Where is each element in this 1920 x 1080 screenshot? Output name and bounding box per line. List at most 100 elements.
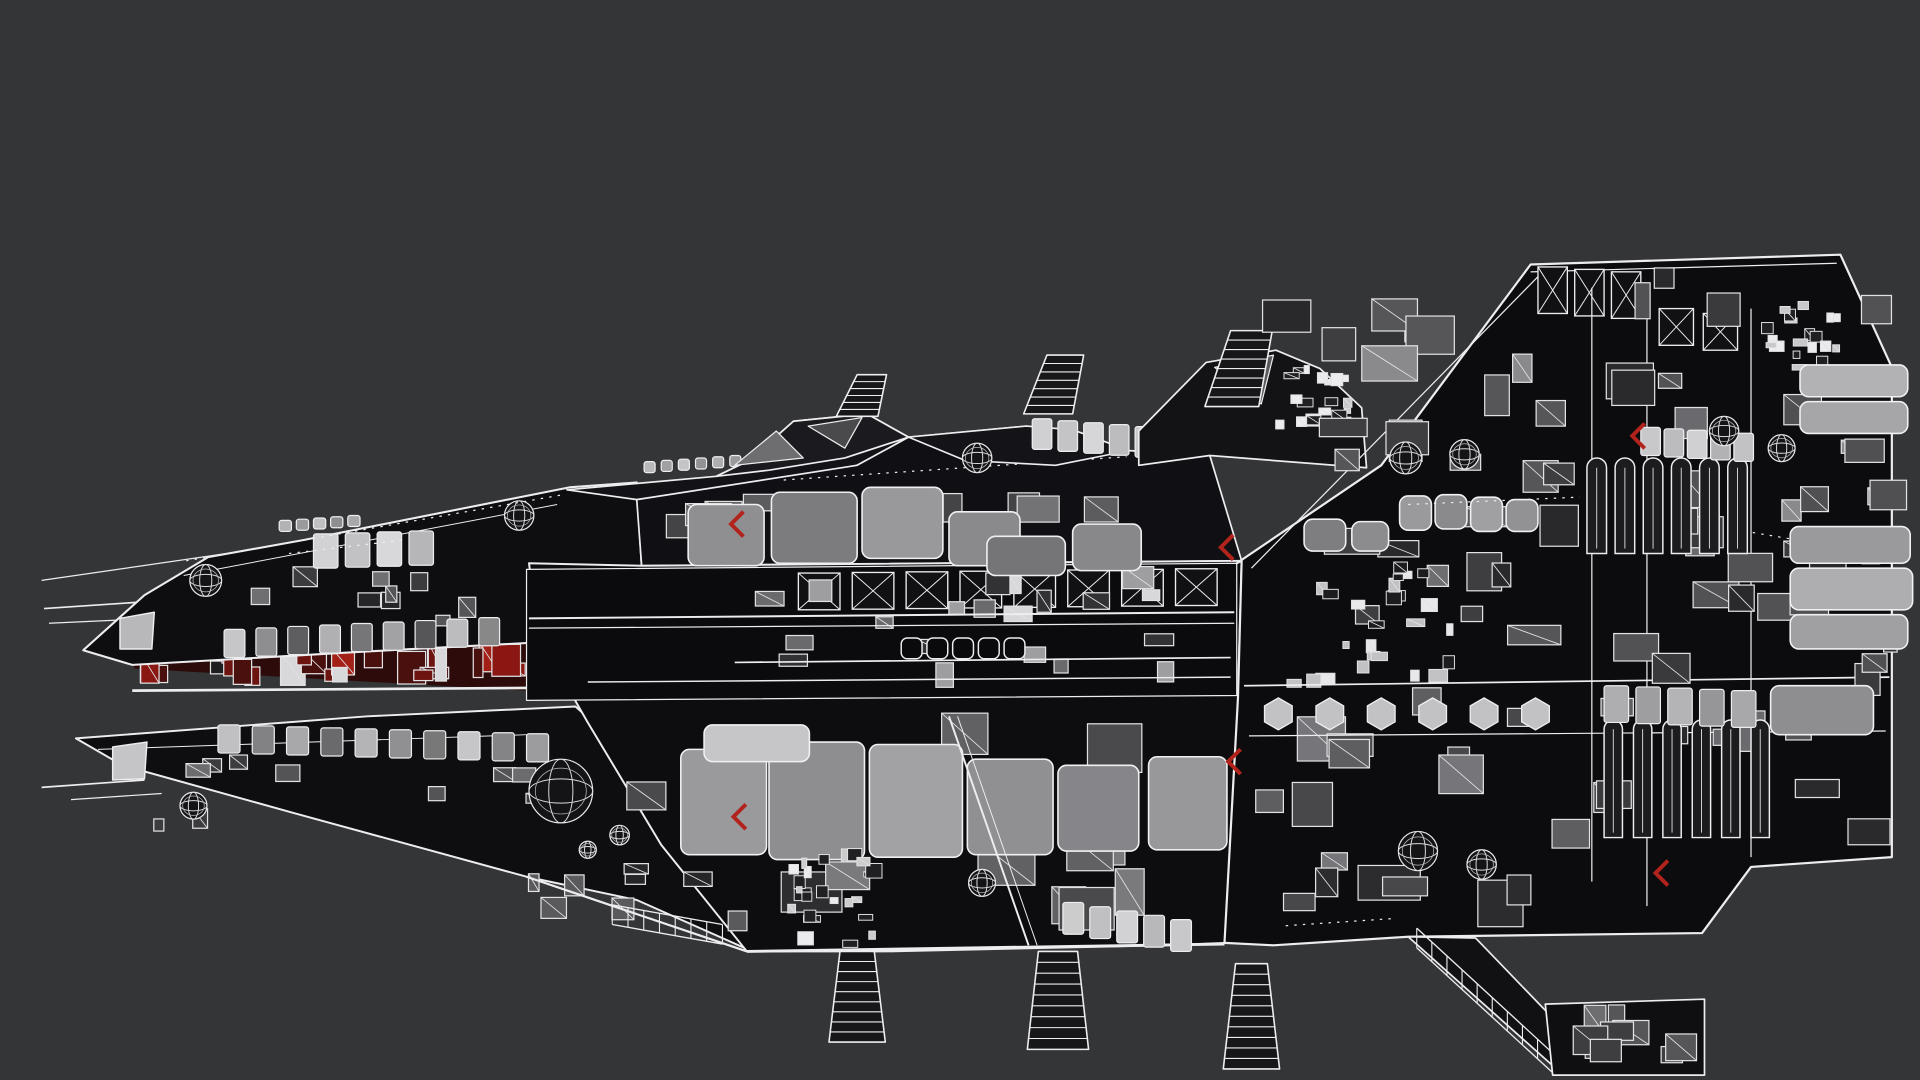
red-machinery-greebles bbox=[491, 643, 522, 677]
spine-portholes bbox=[951, 637, 975, 660]
midship-upper-greebles bbox=[1016, 495, 1060, 523]
red-machinery-greebles bbox=[331, 666, 348, 683]
hump-ball bbox=[1389, 451, 1423, 465]
roof-turret-cluster bbox=[1303, 365, 1310, 375]
red-machinery-greebles bbox=[472, 647, 484, 679]
roof-arch-windows bbox=[1031, 418, 1053, 450]
ventral-turret-cluster bbox=[844, 898, 854, 908]
spine-machinery bbox=[948, 601, 966, 615]
upper-prong-greebles-brace bbox=[385, 585, 398, 603]
reactor-cluster bbox=[1370, 651, 1388, 662]
upper-prong-windows bbox=[318, 624, 342, 654]
engine-turret-cluster bbox=[1792, 338, 1809, 347]
spine-portholes bbox=[926, 637, 949, 660]
canopy-hood bbox=[1071, 523, 1143, 572]
hump-ball bbox=[1392, 446, 1419, 470]
red-machinery-greebles bbox=[363, 649, 384, 669]
reactor-cluster bbox=[1286, 678, 1302, 688]
reactor-cluster bbox=[1428, 668, 1449, 683]
upper-prong-greebles-brace bbox=[458, 597, 477, 618]
roof-turret-cluster bbox=[1330, 372, 1344, 387]
engine-window-row bbox=[1730, 690, 1757, 728]
bow-antenna-lower bbox=[70, 792, 162, 801]
thruster-drum bbox=[1789, 613, 1909, 650]
engine-turret-cluster bbox=[1761, 322, 1774, 335]
ventral-turret-cluster bbox=[801, 891, 813, 902]
keel-rung-strip bbox=[612, 923, 723, 945]
lower-prong-ball bbox=[179, 800, 208, 812]
reactor-cluster-brace bbox=[1406, 618, 1425, 628]
spine-machinery bbox=[778, 653, 809, 667]
engine-greebles bbox=[1611, 369, 1656, 407]
roof-arch-windows bbox=[1083, 422, 1104, 454]
aft-ball bbox=[1401, 836, 1434, 866]
spine-machinery bbox=[973, 599, 996, 618]
hump-lower-greebles-brace bbox=[1328, 739, 1370, 769]
lower-prong-windows bbox=[354, 728, 378, 758]
roof-arch-windows bbox=[1057, 420, 1079, 452]
spine-truss-row bbox=[851, 572, 895, 610]
prong-ball-turret bbox=[199, 564, 213, 597]
hump-lower-greebles-brace bbox=[1321, 852, 1348, 871]
hump-lower-greebles bbox=[1506, 874, 1532, 906]
upper-deck-windows bbox=[408, 530, 435, 566]
lower-prong-crease bbox=[97, 734, 527, 750]
roof-turret-cluster-brace bbox=[1318, 407, 1331, 416]
small-dome bbox=[578, 846, 597, 854]
lower-prong-windows bbox=[217, 724, 241, 754]
bottom-edge-greebles-brace bbox=[564, 874, 585, 897]
reactor-cluster bbox=[1322, 588, 1339, 600]
spine-truss-row bbox=[1175, 568, 1218, 606]
upper-prong-greebles bbox=[357, 592, 382, 608]
mid-roof-facet bbox=[734, 430, 804, 466]
red-chevron bbox=[1225, 747, 1242, 776]
red-machinery-greebles bbox=[413, 669, 434, 682]
hump-lower-greebles bbox=[1282, 892, 1316, 912]
engine-turret-cluster bbox=[1792, 350, 1801, 359]
spine-girder-line bbox=[528, 622, 1235, 629]
midship-upper-greebles-brace bbox=[1084, 496, 1119, 523]
hex-plate-row bbox=[1315, 697, 1345, 731]
hump-greebles-brace bbox=[1543, 462, 1575, 486]
thruster-drum bbox=[1799, 364, 1909, 398]
ventral-ball bbox=[970, 872, 994, 893]
engine-greebles bbox=[1634, 282, 1651, 320]
aft-slope-rungs bbox=[1416, 947, 1554, 1074]
engine-right-greebles-brace bbox=[1781, 499, 1802, 522]
ventral-turret-cluster-brace bbox=[856, 857, 871, 867]
thruster-drum bbox=[1799, 400, 1909, 435]
lower-prong-greebles bbox=[427, 786, 446, 802]
engine-greebles bbox=[1727, 552, 1774, 583]
reactor-cluster bbox=[1417, 568, 1430, 579]
ventral-ball bbox=[968, 877, 996, 889]
engine-greebles bbox=[1847, 818, 1891, 846]
ventral-turret-cluster bbox=[815, 885, 829, 899]
reactor-cluster-brace bbox=[1420, 598, 1438, 612]
foredeck-ticks bbox=[677, 458, 690, 471]
red-machinery-greebles bbox=[232, 658, 253, 685]
ventral-turret-cluster bbox=[788, 864, 799, 875]
small-dome bbox=[609, 830, 630, 840]
spine-machinery bbox=[785, 634, 814, 651]
ventral-turret-cluster bbox=[803, 909, 817, 923]
hex-plate-row bbox=[1418, 697, 1448, 731]
reactor-cluster bbox=[1350, 599, 1366, 610]
foredeck-ticks bbox=[694, 457, 708, 470]
engine-ball bbox=[1718, 415, 1731, 447]
thruster-drum bbox=[1769, 684, 1875, 736]
pale-canopy-cap bbox=[703, 724, 811, 763]
dotted-hump bbox=[1408, 496, 1580, 506]
bottom-edge-greebles bbox=[624, 873, 647, 885]
hump-lower-greebles bbox=[1381, 876, 1429, 897]
bottom-edge-greebles-brace bbox=[683, 871, 713, 887]
ladder-tower-aft bbox=[1022, 354, 1085, 415]
deck-edge-ticks bbox=[330, 516, 344, 529]
upper-prong-windows bbox=[255, 627, 278, 657]
engine-pod-greebles bbox=[1589, 1038, 1622, 1063]
deck-edge-ticks bbox=[295, 518, 310, 531]
upper-prong-windows bbox=[446, 618, 469, 648]
spine-truss-row bbox=[1013, 570, 1056, 608]
spine-machinery bbox=[808, 579, 833, 603]
spine-machinery bbox=[1156, 661, 1175, 683]
red-chevron bbox=[1652, 859, 1670, 887]
